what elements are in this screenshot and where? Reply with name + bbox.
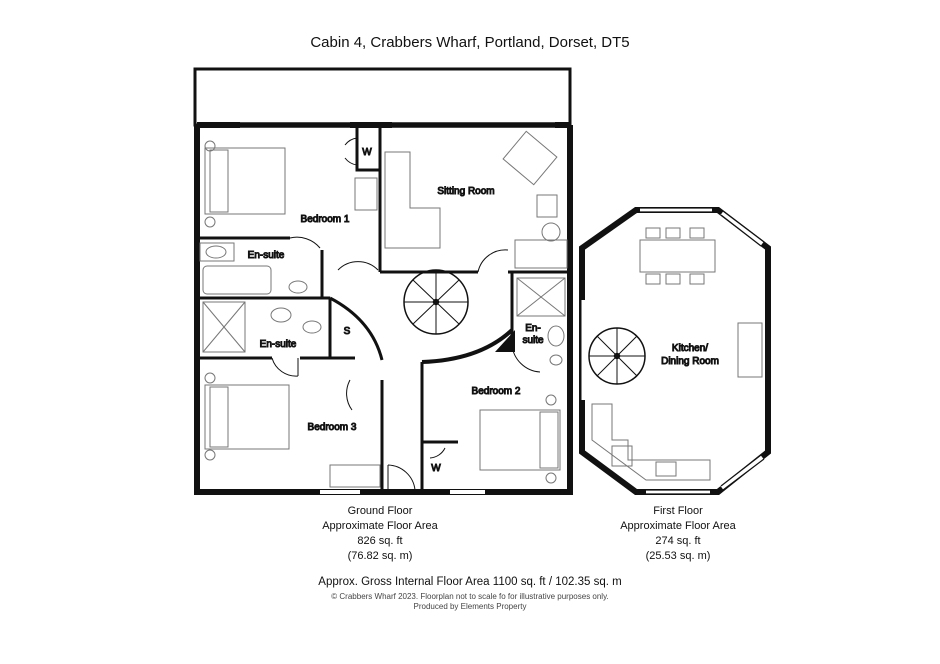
first-floor-caption: First Floor Approximate Floor Area 274 s… <box>598 504 758 564</box>
gross-area: Approx. Gross Internal Floor Area 1100 s… <box>318 576 622 588</box>
label-store: S <box>344 326 351 337</box>
ground-floor-sqm: (76.82 sq. m) <box>347 550 413 562</box>
label-sitting-room: Sitting Room <box>437 186 494 197</box>
label-ensuite-3-line2: suite <box>522 335 544 346</box>
fixtures <box>199 130 568 488</box>
curved-wall-left <box>329 296 384 361</box>
ground-floor-plan: Bedroom 1 Sitting Room En-suite En-suite… <box>193 67 573 495</box>
label-kitchen-line1: Kitchen/ <box>672 343 708 354</box>
label-bedroom-3: Bedroom 3 <box>308 422 357 433</box>
spiral-staircase-ground <box>403 269 469 335</box>
ground-floor-name: Ground Floor <box>347 505 413 517</box>
spiral-staircase-first <box>588 327 646 385</box>
copyright-note: © Crabbers Wharf 2023. Floorplan not to … <box>331 592 609 601</box>
first-floor-area-label: Approximate Floor Area <box>620 520 736 532</box>
label-ensuite-2: En-suite <box>260 339 297 350</box>
first-floor-sqft: 274 sq. ft <box>655 535 701 547</box>
curved-wall-right <box>421 328 514 364</box>
first-floor-sqm: (25.53 sq. m) <box>645 550 711 562</box>
label-ensuite-1: En-suite <box>248 250 285 261</box>
first-floor-plan: Kitchen/ Dining Room <box>579 207 771 495</box>
label-wardrobe-1: W <box>362 147 372 158</box>
label-bedroom-2: Bedroom 2 <box>472 386 521 397</box>
balcony-outline <box>193 67 572 127</box>
ground-floor-area-label: Approximate Floor Area <box>322 520 438 532</box>
label-ensuite-3-line1: En- <box>525 323 541 334</box>
ground-floor-sqft: 826 sq. ft <box>357 535 403 547</box>
first-floor-windows <box>581 207 765 495</box>
label-wardrobe-2: W <box>431 463 441 474</box>
produced-by: Produced by Elements Property <box>413 602 527 611</box>
top-windows <box>240 122 555 128</box>
label-bedroom-1: Bedroom 1 <box>301 214 350 225</box>
ground-floor-caption: Ground Floor Approximate Floor Area 826 … <box>300 504 460 564</box>
page-title: Cabin 4, Crabbers Wharf, Portland, Dorse… <box>310 34 630 51</box>
first-floor-fixtures <box>591 227 763 481</box>
label-kitchen-line2: Dining Room <box>661 356 719 367</box>
door-swings <box>271 137 541 491</box>
interior-walls <box>197 128 570 492</box>
first-floor-name: First Floor <box>653 505 703 517</box>
